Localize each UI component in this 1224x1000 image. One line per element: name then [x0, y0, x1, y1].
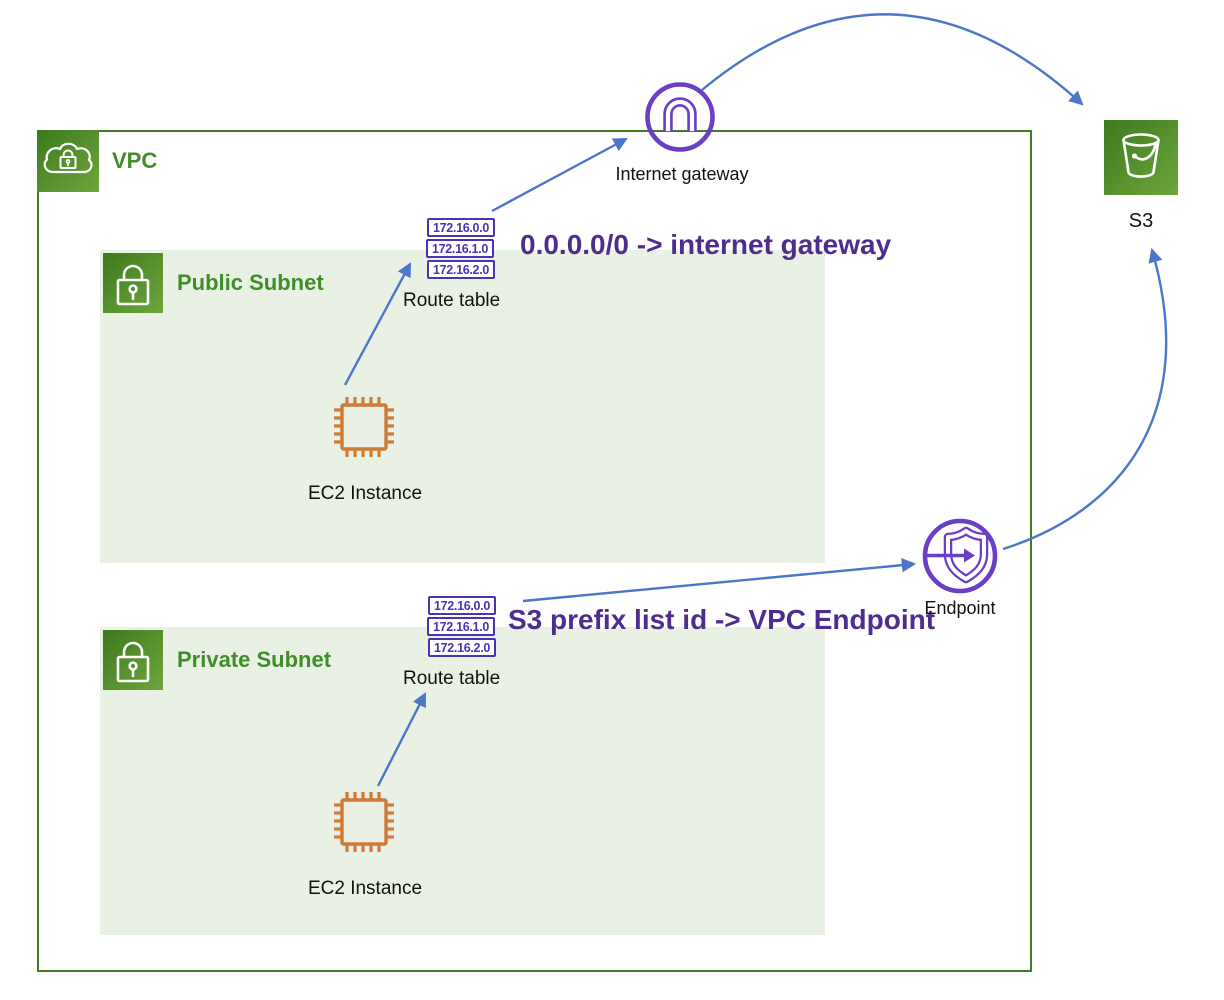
cloud-lock-glyph	[43, 142, 93, 174]
internet-gateway-icon	[642, 79, 718, 160]
ec2-instance-label-private: EC2 Instance	[307, 878, 423, 899]
route-entry: 172.16.2.0	[428, 638, 496, 657]
vpc-cloud-lock-icon	[37, 130, 99, 192]
route-entry: 172.16.0.0	[427, 218, 495, 237]
gateway-arch-glyph	[645, 82, 715, 152]
route-entry: 172.16.0.0	[428, 596, 496, 615]
s3-bucket-icon	[1104, 120, 1178, 195]
public-route-annotation: 0.0.0.0/0 -> internet gateway	[520, 229, 892, 260]
vpc-label: VPC	[112, 148, 158, 173]
private-subnet-label: Private Subnet	[177, 647, 332, 672]
private-subnet-lock-icon	[103, 630, 163, 690]
lock-glyph	[116, 641, 150, 683]
chip-glyph	[334, 792, 394, 852]
route-entry: 172.16.1.0	[426, 239, 494, 258]
private-route-annotation: S3 prefix list id -> VPC Endpoint	[508, 604, 936, 635]
ec2-instance-icon-public	[330, 393, 398, 466]
s3-label: S3	[1128, 210, 1154, 232]
endpoint-label: Endpoint	[924, 598, 996, 618]
public-subnet-lock-icon	[103, 253, 163, 313]
lock-glyph	[116, 264, 150, 306]
ec2-instance-icon-private	[330, 788, 398, 861]
route-table-private-label: Route table	[403, 668, 501, 689]
chip-glyph	[334, 397, 394, 457]
bucket-glyph	[1122, 133, 1160, 178]
public-subnet-region	[100, 250, 825, 563]
ec2-instance-label-public: EC2 Instance	[307, 483, 423, 504]
public-subnet-label: Public Subnet	[177, 270, 324, 295]
vpc-endpoint-icon	[920, 516, 1000, 601]
shield-arrow-glyph	[922, 518, 998, 594]
arrow-igw-to-s3	[701, 13, 1084, 106]
vpc-boundary	[37, 130, 1032, 972]
internet-gateway-label: Internet gateway	[615, 164, 749, 184]
route-entry: 172.16.1.0	[427, 617, 495, 636]
route-entry: 172.16.2.0	[427, 260, 495, 279]
route-table-public-label: Route table	[403, 290, 501, 311]
private-subnet-region	[100, 627, 825, 935]
